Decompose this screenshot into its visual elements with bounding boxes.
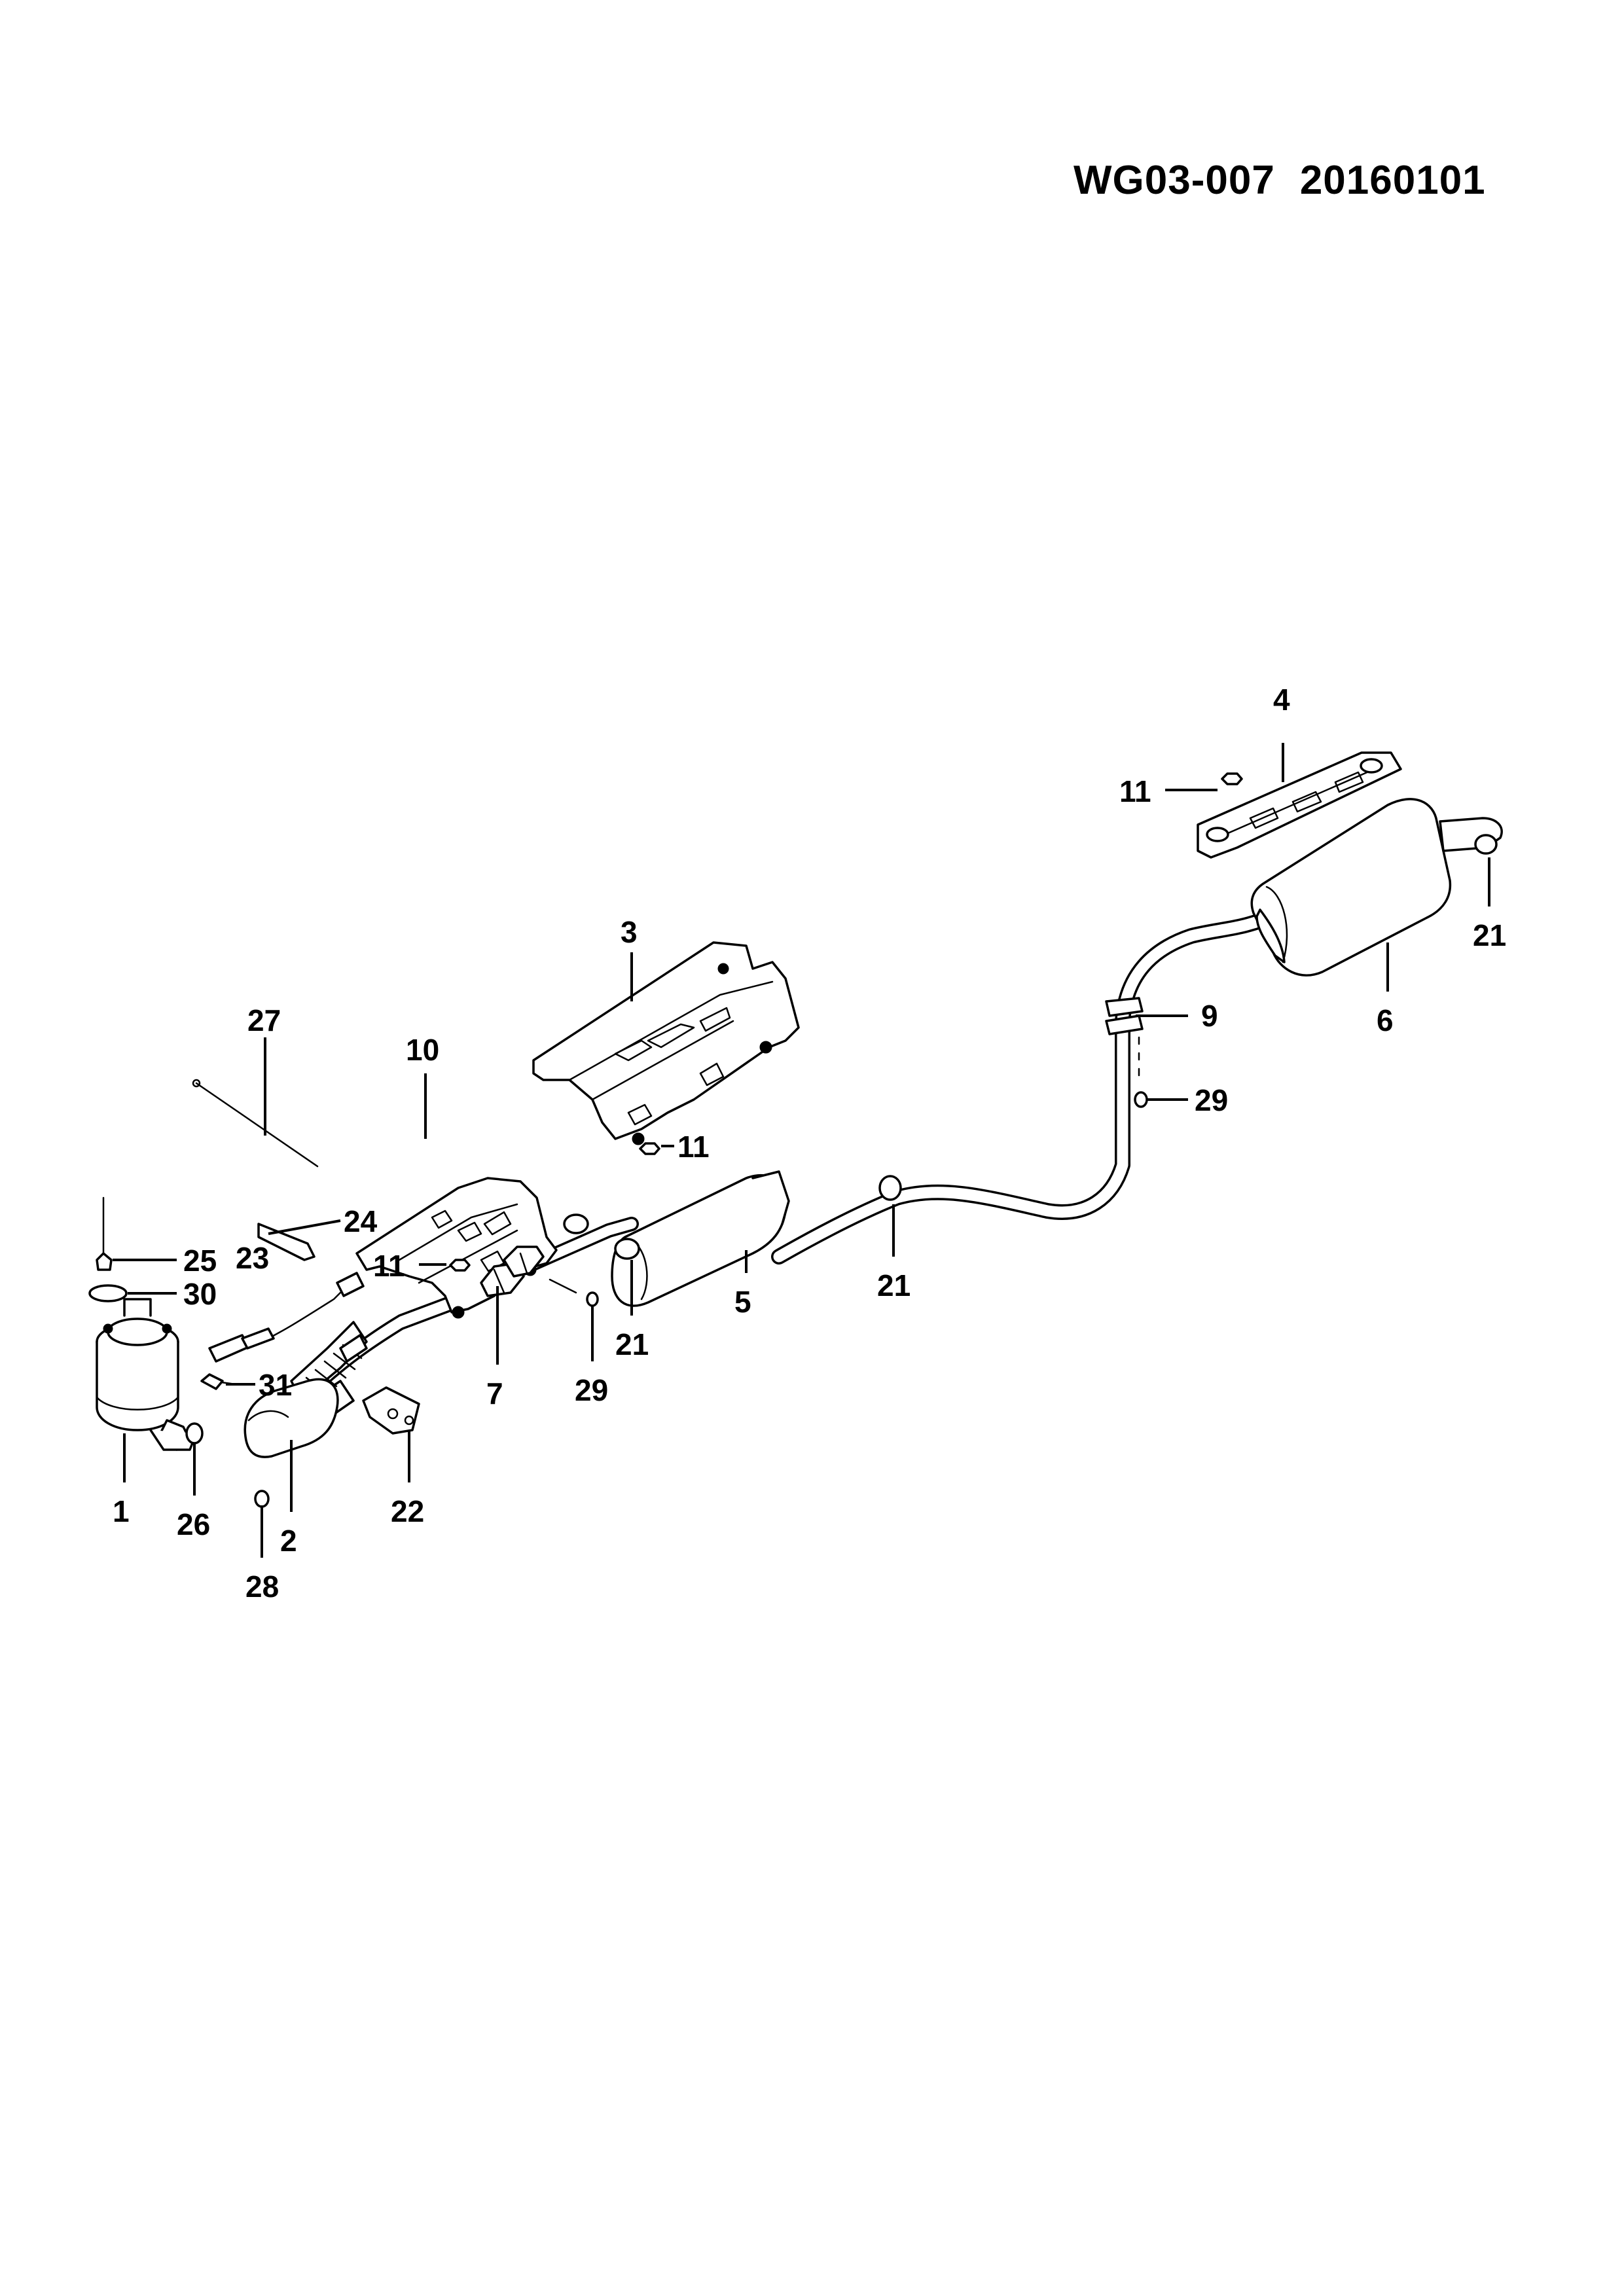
callout-21-front: 21 (615, 1327, 649, 1361)
heat-shield-part-4[interactable] (1197, 751, 1402, 859)
callout-28: 28 (245, 1570, 279, 1604)
callout-7: 7 (486, 1376, 503, 1410)
callout-24: 24 (344, 1204, 378, 1238)
nut-part-29-front[interactable] (549, 1278, 599, 1307)
callout-6: 6 (1377, 1003, 1394, 1037)
callout-4: 4 (1273, 683, 1290, 717)
resonator-part-5[interactable] (611, 1170, 790, 1307)
clamp-part-7[interactable] (480, 1246, 545, 1297)
gasket-part-26[interactable] (185, 1422, 204, 1444)
callout-22: 22 (391, 1494, 424, 1528)
callout-27: 27 (247, 1003, 281, 1037)
heat-shield-part-3[interactable] (532, 941, 800, 1145)
callout-21-rear: 21 (1473, 918, 1506, 952)
callout-9: 9 (1201, 999, 1218, 1033)
clamp-part-9[interactable] (1105, 997, 1144, 1035)
callout-25: 25 (183, 1244, 217, 1278)
drawing-header: WG03-007 20160101 (1074, 157, 1511, 204)
callout-5: 5 (734, 1285, 751, 1319)
callout-labels: 1 2 3 4 5 6 7 9 10 11 11 11 21 21 21 22 … (113, 683, 1506, 1604)
oxygen-sensor-part-23[interactable] (208, 1272, 365, 1363)
callout-11-muffler-shield: 11 (1119, 774, 1151, 808)
callout-10: 10 (406, 1033, 439, 1067)
callout-3: 3 (621, 915, 638, 949)
leader-lines (113, 743, 1490, 1558)
callout-31: 31 (259, 1368, 292, 1402)
hanger-part-21-front[interactable] (563, 1213, 640, 1260)
callout-29-front: 29 (575, 1373, 608, 1407)
rear-muffler-part-6[interactable] (1250, 798, 1503, 977)
callout-30: 30 (183, 1277, 217, 1311)
nut-part-25[interactable] (96, 1196, 113, 1271)
nut-part-11-muffler-shield[interactable] (1221, 772, 1243, 785)
callout-11-front-shield: 11 (373, 1249, 405, 1283)
callout-26: 26 (177, 1507, 210, 1541)
nut-part-29-rear[interactable] (1134, 1036, 1148, 1108)
o-ring-part-30[interactable] (88, 1284, 128, 1302)
bolt-part-31[interactable] (200, 1373, 237, 1390)
catalytic-converter-part-1[interactable] (96, 1298, 198, 1451)
front-pipe-part-2[interactable] (244, 1321, 368, 1458)
callout-21-mid: 21 (877, 1268, 911, 1302)
callout-23: 23 (236, 1241, 269, 1275)
cable-tie-part-27[interactable] (192, 1079, 319, 1168)
hanger-part-21-rear[interactable] (1474, 834, 1498, 855)
callout-2: 2 (280, 1524, 297, 1558)
callout-29-rear: 29 (1195, 1083, 1228, 1117)
nut-part-11-rear-shield[interactable] (639, 1142, 660, 1155)
callout-1: 1 (113, 1494, 130, 1528)
drawing-number: WG03-007 (1074, 158, 1275, 203)
nut-part-28[interactable] (254, 1490, 270, 1508)
callout-11-rear-shield: 11 (677, 1130, 710, 1164)
nut-part-11-front-shield[interactable] (449, 1259, 471, 1272)
hanger-part-21-mid[interactable] (878, 1175, 902, 1201)
date-code: 20160101 (1299, 158, 1486, 203)
bracket-part-22[interactable] (362, 1386, 420, 1435)
